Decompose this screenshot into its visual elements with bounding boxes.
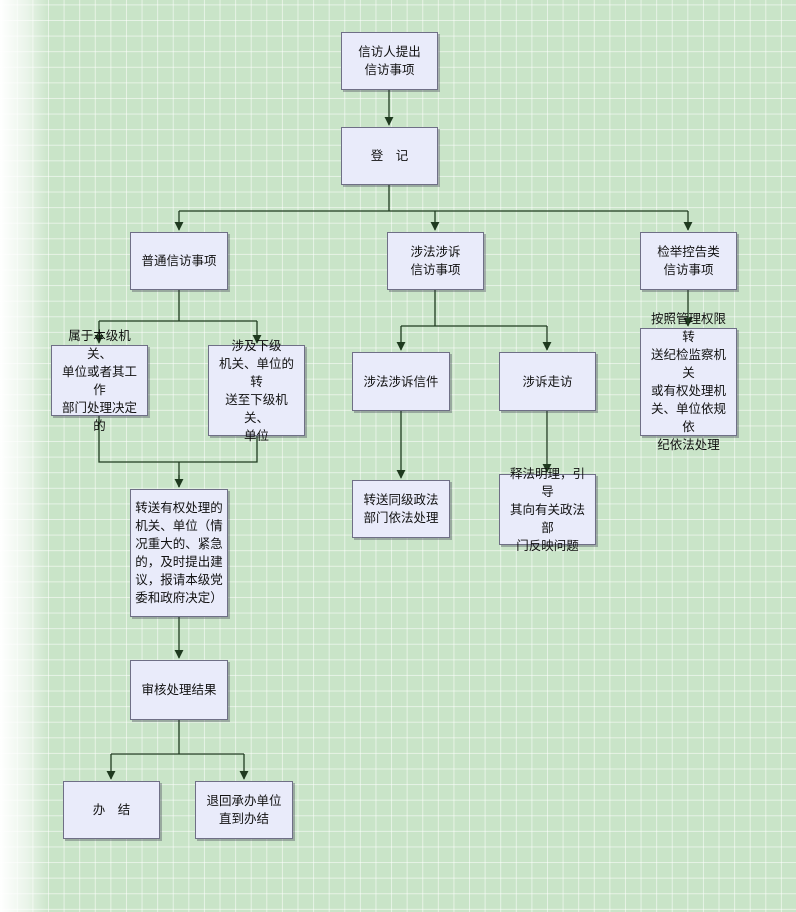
node-review: 审核处理结果 [130,660,228,720]
edge-legal-split [401,290,547,327]
node-report: 检举控告类 信访事项 [640,232,737,290]
node-legal-letter: 涉法涉诉信件 [352,352,450,411]
node-legal-visit: 涉诉走访 [499,352,596,411]
node-explain-law: 释法明理，引导 其向有关政法部 门反映问题 [499,466,596,553]
node-done: 办 结 [63,781,160,839]
node-return: 退回承办单位 直到办结 [195,781,293,839]
edge-ordinary-split [99,290,257,322]
node-legal: 涉法涉诉 信访事项 [387,232,484,290]
node-transfer-political: 转送同级政法 部门依法处理 [352,480,450,538]
node-report-handle: 按照管理权限转 送纪检监察机关 或有权处理机 关、单位依规依 纪依法处理 [640,311,737,452]
edge-review-split [111,720,244,755]
node-petitioner: 信访人提出 信访事项 [341,32,438,90]
node-ordinary: 普通信访事项 [130,232,228,290]
node-transfer-authority: 转送有权处理的 机关、单位（情 况重大的、紧急 的，及时提出建 议，报请本级党 … [130,489,228,617]
node-own-unit: 属于本级机关、 单位或者其工作 部门处理决定的 [51,328,148,433]
edge-register-split [179,185,688,212]
node-lower-unit: 涉及下级 机关、单位的转 送至下级机关、 单位 [208,338,305,443]
node-register: 登 记 [341,127,438,185]
